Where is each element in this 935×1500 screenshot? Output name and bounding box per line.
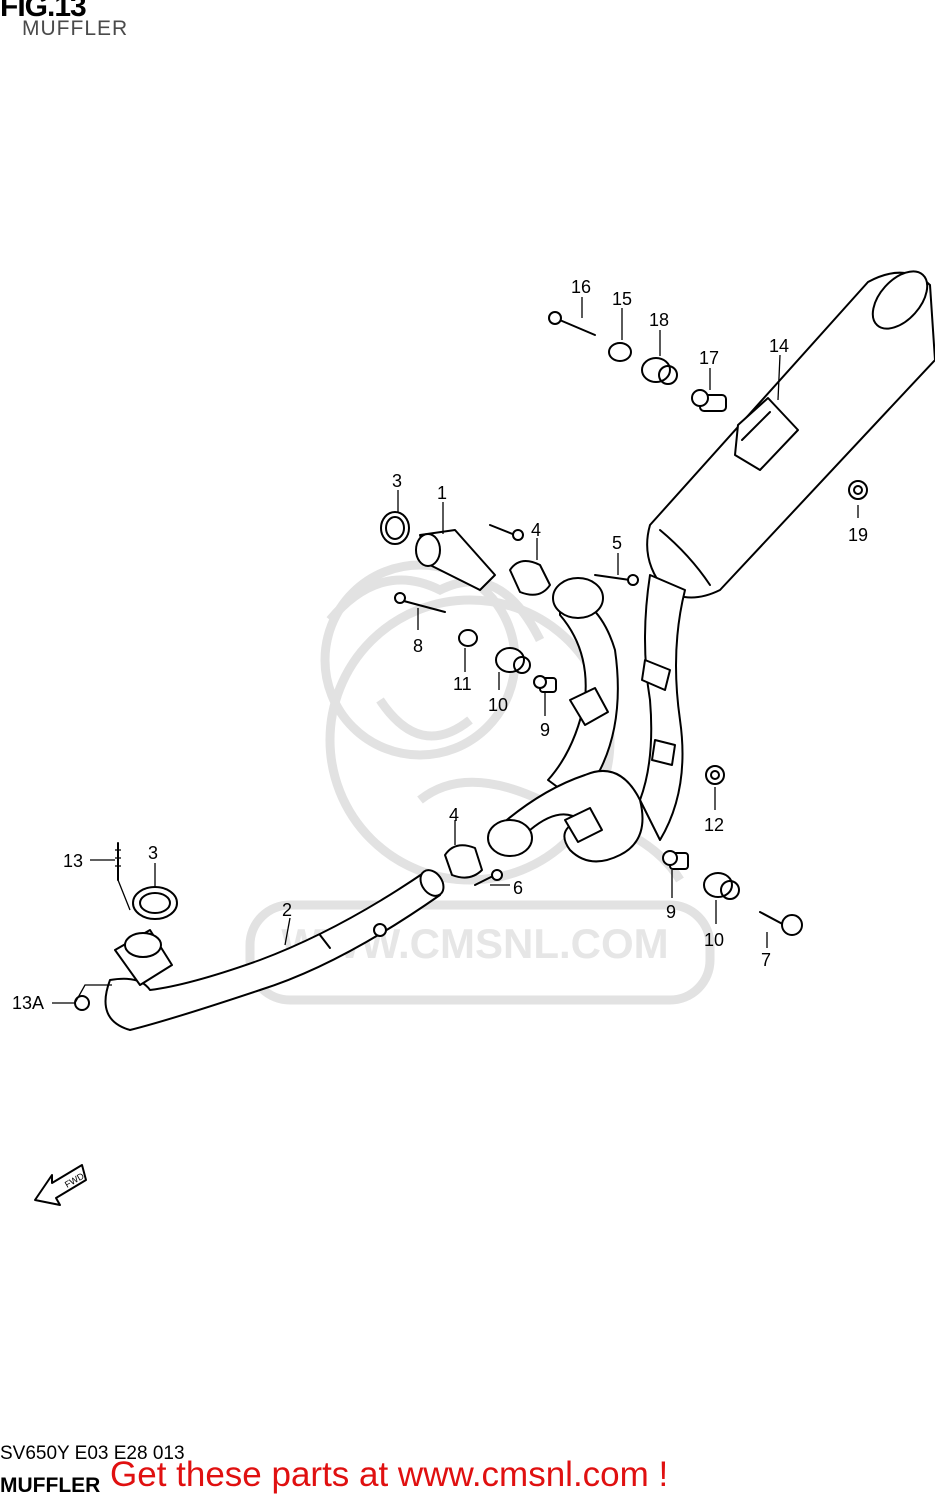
diagram-code-title: MUFFLER: [0, 1474, 101, 1497]
sleeve-4-bottom: [444, 844, 483, 879]
callout-18: 18: [649, 310, 670, 330]
washer-15: [608, 342, 632, 362]
bolt-16: [548, 311, 596, 336]
callout-8: 8: [413, 636, 424, 656]
diagram-code: SV650Y E03 E28 013: [0, 1443, 185, 1464]
rear-exhaust-pipe: [487, 574, 686, 863]
callout-12: 12: [704, 815, 725, 835]
callout-15: 15: [612, 289, 633, 309]
callout-4-top: 4: [531, 520, 542, 540]
gasket-3-bottom: [132, 886, 178, 920]
callout-10-bottom: 10: [704, 930, 725, 950]
callout-13: 13: [63, 851, 84, 871]
callout-1: 1: [437, 483, 448, 503]
callout-6: 6: [513, 878, 524, 898]
bolt-6: [474, 869, 503, 886]
callout-9-bottom: 9: [666, 902, 677, 922]
collar-9-bottom: [662, 850, 689, 870]
callout-19: 19: [848, 525, 869, 545]
callout-13A: 13A: [12, 993, 45, 1013]
muffler: [646, 270, 935, 599]
bolt-7: [759, 911, 803, 936]
callout-16: 16: [571, 277, 592, 297]
leader-lines: [52, 297, 859, 1004]
front-exhaust-pipe: [104, 869, 445, 1031]
callout-14: 14: [769, 336, 790, 356]
cta-link[interactable]: Get these parts at www.cmsnl.com !: [110, 1455, 669, 1494]
fwd-arrow-icon: FWD: [34, 1164, 87, 1206]
grommet-10-top: [495, 647, 531, 674]
gasket-3-top: [380, 511, 410, 545]
callout-11: 11: [453, 674, 472, 694]
bolt-8: [394, 592, 446, 613]
callout-3-top: 3: [392, 471, 403, 491]
grommet-10-bottom: [703, 872, 740, 900]
callout-10-top: 10: [488, 695, 509, 715]
figure-subtitle: MUFFLER: [22, 17, 129, 40]
figure-title: FIG.13: [0, 0, 87, 23]
grommet-18: [641, 357, 678, 385]
callout-3-bottom: 3: [148, 843, 159, 863]
callout-2: 2: [282, 900, 293, 920]
washer-11: [458, 629, 478, 647]
stud-13: [115, 842, 121, 881]
nut-19: [848, 480, 868, 500]
collar-17: [691, 389, 727, 412]
callout-9-top: 9: [540, 720, 551, 740]
connector-1: [415, 529, 496, 591]
callout-5: 5: [612, 533, 623, 553]
bolt-5: [594, 574, 639, 586]
sleeve-4-top: [509, 560, 551, 596]
collar-9-top: [533, 675, 557, 693]
callout-4-bottom: 4: [449, 805, 460, 825]
nut-12: [705, 765, 725, 785]
callout-17: 17: [699, 348, 720, 368]
bolt-top: [489, 524, 524, 541]
callout-7: 7: [761, 950, 772, 970]
